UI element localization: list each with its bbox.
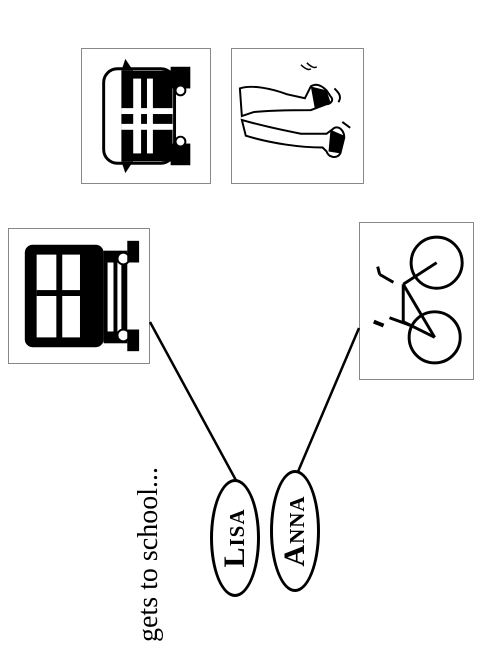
connection-lisa-bus [148, 321, 240, 485]
name-label-lisa: Lisa [218, 508, 251, 568]
bicycle-icon [373, 235, 464, 365]
walking-legs-icon [238, 62, 351, 158]
name-oval-lisa[interactable]: Lisa [210, 479, 260, 597]
bus-picture-card[interactable] [8, 228, 150, 364]
bicycle-picture-card[interactable] [359, 222, 474, 380]
car-icon [102, 58, 191, 174]
walking-legs-picture-card[interactable] [231, 48, 364, 184]
name-label-anna: Anna [278, 495, 311, 567]
name-oval-anna[interactable]: Anna [270, 470, 320, 592]
bus-icon [24, 240, 140, 352]
sentence-text: gets to school... [133, 467, 164, 642]
car-picture-card[interactable] [81, 48, 211, 184]
connection-anna-bicycle [295, 327, 361, 475]
